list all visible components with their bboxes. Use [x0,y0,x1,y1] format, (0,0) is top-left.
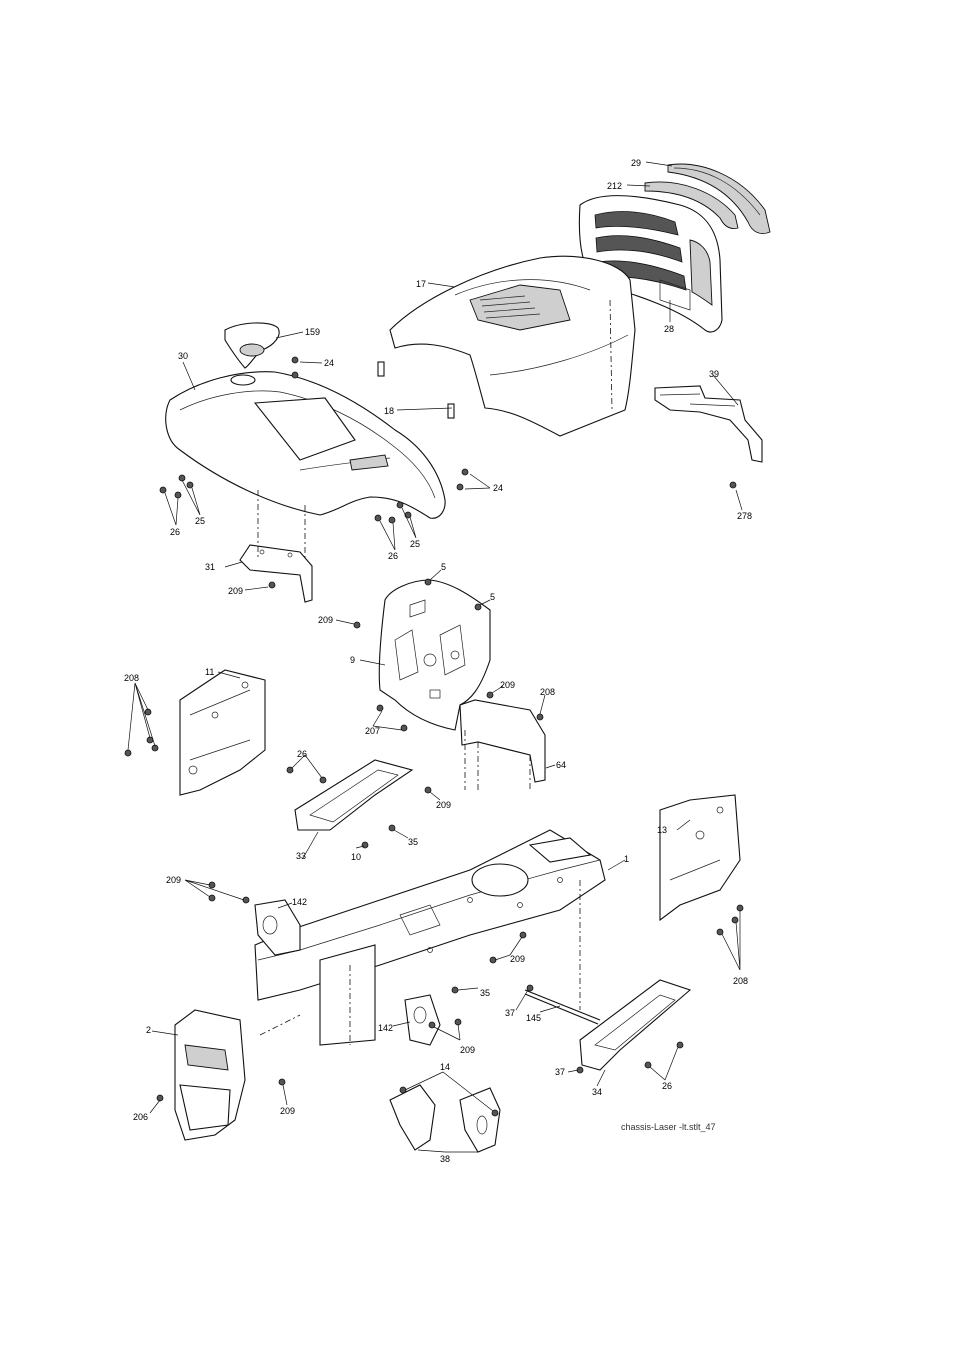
callout-26: 26 [170,527,180,537]
callout-26: 26 [297,749,307,759]
callout-25: 25 [195,516,205,526]
callout-26: 26 [388,551,398,561]
part-34-footrest [580,980,690,1070]
part-159-cup-holder [225,323,279,368]
callout-209: 209 [280,1106,295,1116]
callout-142: 142 [292,897,307,907]
callout-206: 206 [133,1112,148,1122]
callout-28: 28 [664,324,674,334]
diagram-caption: chassis-Laser -lt.stlt_47 [621,1122,716,1132]
callout-5: 5 [441,562,446,572]
part-39-bracket [655,386,762,462]
callout-25: 25 [410,539,420,549]
callout-159: 159 [305,327,320,337]
part-31-seat-bracket [240,545,312,602]
part-14-bracket [390,1085,500,1152]
callout-17: 17 [416,279,426,289]
callout-208: 208 [540,687,555,697]
callout-30: 30 [178,351,188,361]
callout-33: 33 [296,851,306,861]
callout-37: 37 [555,1067,565,1077]
callout-35: 35 [408,837,418,847]
callout-209: 209 [228,586,243,596]
callout-209: 209 [318,615,333,625]
part-142-bracket-lower [405,995,440,1045]
part-11-side-plate [180,670,265,795]
part-2-front-plate [175,1010,245,1140]
callout-209: 209 [460,1045,475,1055]
callout-208: 208 [124,673,139,683]
part-13-side-plate [660,795,740,920]
callout-209: 209 [436,800,451,810]
callout-35: 35 [480,988,490,998]
callout-31: 31 [205,562,215,572]
callout-37: 37 [505,1008,515,1018]
part-30-fender [166,372,445,519]
callout-38: 38 [440,1154,450,1164]
callout-2: 2 [146,1025,151,1035]
callout-34: 34 [592,1087,602,1097]
callout-208: 208 [733,976,748,986]
callout-14: 14 [440,1062,450,1072]
callout-11: 11 [205,667,214,677]
part-33-footrest [295,760,412,830]
callout-64: 64 [556,760,566,770]
callout-209: 209 [166,875,181,885]
callout-9: 9 [350,655,355,665]
callout-209: 209 [510,954,525,964]
callout-24: 24 [324,358,334,368]
part-64-support [460,700,545,790]
callout-278: 278 [737,511,752,521]
callout-10: 10 [351,852,361,862]
callout-212: 212 [607,181,622,191]
callout-209: 209 [500,680,515,690]
callout-29: 29 [631,158,641,168]
callout-1: 1 [624,854,629,864]
callout-39: 39 [709,369,719,379]
callout-24: 24 [493,483,503,493]
callout-13: 13 [657,825,667,835]
callout-26: 26 [662,1081,672,1091]
callout-18: 18 [384,406,394,416]
callout-145: 145 [526,1013,541,1023]
callout-5: 5 [490,592,495,602]
callout-142: 142 [378,1023,393,1033]
callout-207: 207 [365,726,380,736]
